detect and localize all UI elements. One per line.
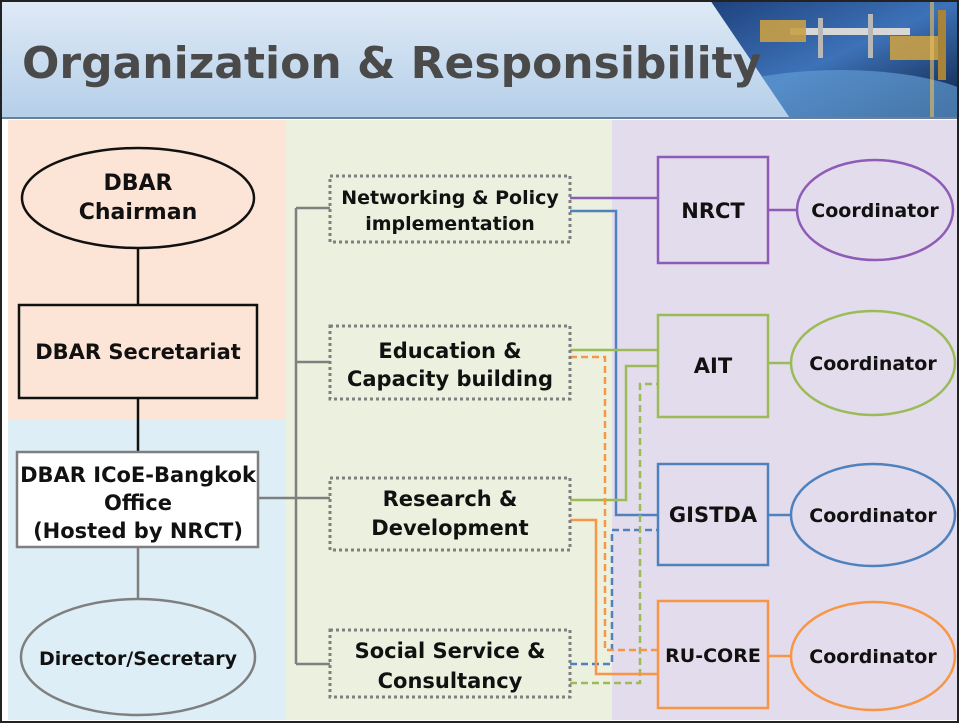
page-title: Organization & Responsibility (22, 38, 761, 89)
coordinator-gistda-label: Coordinator (809, 505, 937, 527)
secretariat-label: DBAR Secretariat (35, 340, 241, 364)
org-nrct[interactable]: NRCT (656, 155, 770, 265)
function-education[interactable]: Education & Capacity building (328, 324, 572, 401)
function-research-line1: Research & (383, 487, 518, 511)
director-label: Director/Secretary (39, 648, 238, 670)
ait-line-social (570, 382, 658, 685)
org-rucore[interactable]: RU-CORE (656, 599, 770, 710)
coordinator-rucore[interactable]: Coordinator (789, 600, 957, 712)
function-networking[interactable]: Networking & Policy implementation (328, 174, 572, 244)
director-node[interactable]: Director/Secretary (19, 597, 257, 717)
rucore-line-research (570, 518, 658, 676)
gistda-line-social (570, 528, 658, 666)
function-social-line2: Consultancy (378, 669, 523, 693)
office-label-line1: DBAR ICoE-Bangkok (20, 463, 257, 487)
org-gistda-label: GISTDA (669, 503, 758, 527)
coordinator-rucore-label: Coordinator (809, 646, 937, 668)
coordinator-ait-label: Coordinator (809, 353, 937, 375)
chairman-node[interactable]: DBAR Chairman (20, 146, 256, 250)
function-education-line1: Education & (378, 339, 521, 363)
icoe-office-node[interactable]: DBAR ICoE-Bangkok Office (Hosted by NRCT… (15, 450, 260, 549)
chairman-label-line2: Chairman (79, 200, 197, 225)
ait-line-research (570, 364, 658, 502)
function-social-service[interactable]: Social Service & Consultancy (328, 628, 572, 699)
org-nrct-label: NRCT (681, 199, 745, 223)
office-label-line2: Office (104, 491, 172, 515)
rucore-line-education (570, 355, 658, 652)
function-research-line2: Development (371, 516, 528, 540)
function-social-line1: Social Service & (355, 639, 546, 663)
org-gistda[interactable]: GISTDA (656, 462, 770, 567)
function-networking-line2: implementation (365, 213, 535, 235)
chairman-label-line1: DBAR (104, 171, 173, 196)
org-rucore-label: RU-CORE (665, 645, 761, 667)
coordinator-nrct-label: Coordinator (811, 200, 939, 222)
gistda-line-networking (570, 209, 658, 517)
function-research[interactable]: Research & Development (328, 476, 572, 552)
coordinator-nrct[interactable]: Coordinator (795, 158, 955, 262)
coordinator-ait[interactable]: Coordinator (789, 309, 957, 417)
function-networking-line1: Networking & Policy (341, 187, 559, 209)
function-tree (258, 206, 330, 666)
responsibility-lines (570, 196, 797, 685)
org-ait[interactable]: AIT (656, 313, 770, 419)
coordinator-gistda[interactable]: Coordinator (789, 462, 957, 568)
office-label-line3: (Hosted by NRCT) (33, 519, 243, 543)
function-education-line2: Capacity building (347, 367, 553, 391)
secretariat-node[interactable]: DBAR Secretariat (17, 303, 259, 400)
org-ait-label: AIT (694, 354, 733, 378)
